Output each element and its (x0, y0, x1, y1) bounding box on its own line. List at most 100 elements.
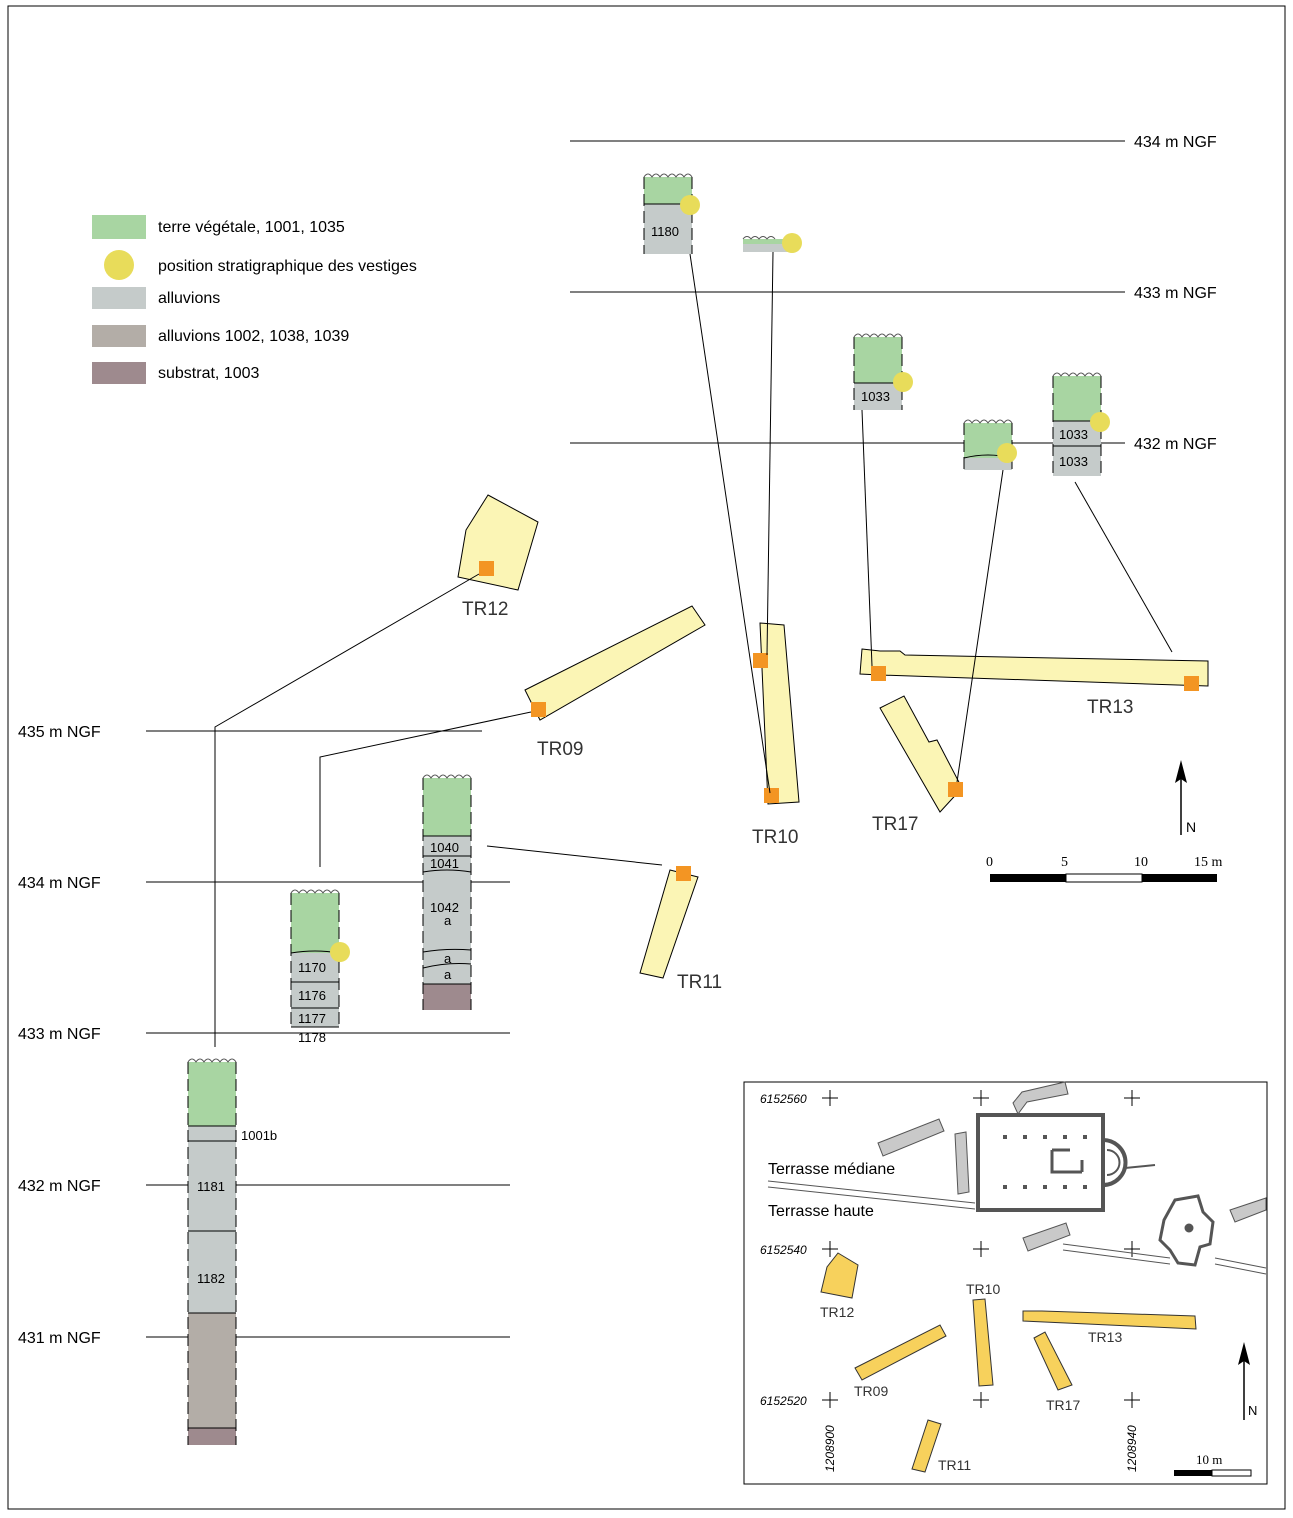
grass-surface (643, 173, 693, 178)
trench-markers (479, 561, 1199, 881)
inset-north-label: N (1248, 1403, 1257, 1418)
leader-1033c-tr13 (1074, 481, 1173, 653)
level-label-434-left: 434 m NGF (18, 875, 101, 892)
unit-label-1182: 1182 (197, 1271, 225, 1286)
trench-tr12-shape (457, 494, 539, 591)
trench-tr13-shape (859, 648, 1209, 687)
inset-scale-label: 10 m (1196, 1452, 1222, 1467)
layer-alluvions (423, 836, 471, 984)
grass-surface (742, 236, 776, 240)
marker-tr09 (531, 702, 546, 717)
level-label-433-left: 433 m NGF (18, 1026, 101, 1043)
leader-mid-tr17 (956, 469, 1004, 783)
inset-trenches (820, 1252, 1197, 1473)
leader-small-tr10 (766, 251, 774, 656)
vestige-marker (330, 942, 350, 962)
levels-right (570, 140, 1125, 444)
section-middle (963, 419, 1017, 470)
layer-boundary (422, 948, 472, 953)
layer-boundary (422, 963, 472, 969)
level-label-435-left: 435 m NGF (18, 724, 101, 741)
unit-label-1180: 1180 (651, 224, 679, 239)
grass-surface (853, 333, 903, 338)
layer-vegetal (1053, 376, 1101, 421)
unit-label-1176: 1176 (298, 988, 326, 1003)
scale-bar-main (990, 873, 1217, 883)
inset-frame (743, 1081, 1268, 1485)
layer-vegetal (743, 239, 791, 244)
layer-vegetal (423, 778, 471, 836)
layer-vegetal (291, 893, 339, 953)
unit-label-1033-a: 1033 (861, 389, 890, 404)
layer-alluvions (854, 383, 902, 410)
unit-label-a-3: a (444, 967, 452, 982)
unit-label-1033-c: 1033 (1059, 454, 1088, 469)
inset-trench-label-tr12: TR12 (820, 1304, 854, 1320)
layer-substrat (423, 984, 471, 1010)
unit-label-1033-b: 1033 (1059, 427, 1088, 442)
legend: terre végétale, 1001, 1035 position stra… (92, 215, 417, 384)
inset-trench-label-tr09: TR09 (854, 1383, 888, 1399)
layer-alluvions (743, 244, 791, 252)
trench-tr09-shape (524, 605, 706, 721)
unit-label-1181: 1181 (197, 1179, 225, 1194)
section-1170: 1170 1176 1177 1178 (290, 889, 350, 1045)
marker-tr10-bottom (764, 788, 779, 803)
leader-1033a-tr13 (861, 409, 873, 667)
scale-tick-0: 0 (986, 855, 993, 870)
legend-label-alluvions: alluvions (158, 290, 220, 307)
north-arrow-icon (1175, 760, 1187, 835)
section-1033-a: 1033 (853, 333, 913, 410)
unit-label-1001b: 1001b (241, 1128, 277, 1143)
legend-label-vestige: position stratigraphique des vestiges (158, 258, 417, 275)
inset-trench-label-tr13: TR13 (1088, 1329, 1122, 1345)
trench-tr17-shape (879, 695, 963, 813)
scale-tick-10: 10 (1134, 855, 1148, 870)
trench-label-tr09: TR09 (537, 739, 583, 760)
unit-label-1170: 1170 (298, 960, 326, 975)
grass-surface (290, 889, 340, 894)
inset-scale-bar (1174, 1469, 1252, 1477)
marker-tr13-left (871, 666, 886, 681)
legend-swatch-vegetal (92, 215, 146, 239)
layer-boundary (422, 869, 472, 873)
level-label-433-right: 433 m NGF (1134, 285, 1217, 302)
trench-tr11-shape (639, 869, 699, 979)
north-label: N (1186, 819, 1196, 835)
trench-label-tr10: TR10 (752, 827, 798, 848)
inset-terrace-median: Terrasse médiane (768, 1161, 895, 1178)
layer-vegetal (188, 1062, 236, 1126)
grass-surface (963, 419, 1013, 424)
layer-substrat (188, 1428, 236, 1445)
legend-swatch-alluvions (92, 287, 146, 309)
legend-swatch-vestige (104, 250, 134, 280)
inset-map: 6152560 6152540 6152520 1208900 1208940 … (743, 1081, 1268, 1485)
unit-label-1177: 1177 (298, 1011, 326, 1026)
unit-label-1040: 1040 (430, 840, 459, 855)
layer-alluvions (1053, 446, 1101, 476)
legend-label-alluvions-dark: alluvions 1002, 1038, 1039 (158, 328, 349, 345)
legend-swatch-alluvions-dark (92, 325, 146, 347)
section-1181: 1001b 1181 1182 (187, 1058, 277, 1445)
section-small (742, 233, 802, 253)
section-1040: 1040 1041 1042 a a a (422, 774, 472, 1010)
inset-coord-y-6152560: 6152560 (760, 1092, 807, 1106)
inset-structures (877, 1081, 1267, 1252)
trench-label-tr12: TR12 (462, 599, 508, 620)
trench-tr10-shape (759, 622, 800, 805)
leader-tr09-1170 (319, 711, 532, 867)
vestige-marker (997, 443, 1017, 463)
layer-vegetal (854, 337, 902, 383)
unit-label-a-2: a (444, 951, 452, 966)
unit-label-1042: 1042 (430, 900, 459, 915)
trench-label-tr13: TR13 (1087, 697, 1133, 718)
section-1180: 1180 (643, 173, 700, 254)
level-label-431-left: 431 m NGF (18, 1330, 101, 1347)
chapel-building (1158, 1194, 1215, 1267)
leader-tr12-1181 (214, 573, 480, 1047)
layer-alluvions (188, 1126, 236, 1313)
inset-trench-label-tr11: TR11 (938, 1457, 971, 1473)
vestige-marker (782, 233, 802, 253)
inset-north-arrow-icon (1238, 1342, 1250, 1420)
